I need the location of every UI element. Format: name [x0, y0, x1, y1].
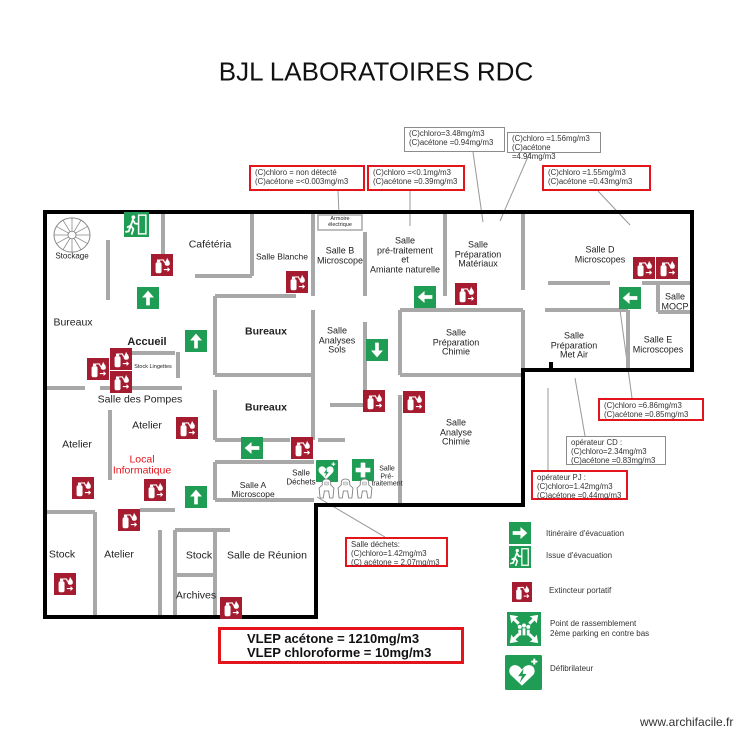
room-label-analyses-sols: Salle Analyses Sols — [318, 325, 356, 355]
defibrillator-icon — [505, 655, 542, 690]
room-label-bureaux: Bureaux — [53, 316, 93, 329]
evacuation-arrow-left-icon — [414, 286, 436, 308]
room-label-preparation-met-air: Salle Préparation Met Air — [550, 330, 598, 360]
room-label-salle-d: Salle D Microscopes — [574, 244, 626, 264]
fire-extinguisher-icon — [54, 573, 76, 595]
room-label-atelier: Atelier — [62, 438, 92, 451]
measurement-box: (C)chloro =6.86mg/m3 (C)acétone =0.85mg/… — [598, 398, 704, 421]
room-label-preparation-materiaux: Salle Préparation Matériaux — [454, 239, 502, 269]
room-label-stock-lingettes: Stock Lingettes — [134, 364, 172, 371]
room-label-archives: Archives — [175, 589, 217, 602]
fire-extinguisher-icon — [144, 479, 166, 501]
room-label-cafeteria: Cafétéria — [188, 238, 232, 251]
evacuation-arrow-icon — [509, 522, 531, 544]
fire-extinguisher-icon — [286, 271, 308, 293]
room-label-stock: Stock — [48, 548, 76, 561]
room-label-accueil: Accueil — [127, 336, 167, 349]
leader-line — [597, 190, 631, 226]
fire-extinguisher-icon — [110, 371, 132, 393]
room-label-atelier: Atelier — [104, 548, 134, 561]
evacuation-arrow-up-icon — [137, 287, 159, 309]
measurement-box: opérateur CD : (C)chloro=2.34mg/m3 (C)ac… — [566, 436, 666, 465]
room-label-armoire-electrique: Armoire électrique — [328, 216, 352, 228]
room-label-atelier: Atelier — [132, 419, 162, 432]
fire-extinguisher-icon — [633, 257, 655, 279]
room-label-stock: Stock — [185, 549, 213, 562]
room-label-bureaux: Bureaux — [244, 401, 288, 414]
fire-extinguisher-icon — [72, 477, 94, 499]
fire-extinguisher-icon — [403, 391, 425, 413]
emergency-exit-icon — [509, 546, 531, 568]
room-label-pretraitement-amiante: Salle pré-traitement et Amiante naturell… — [369, 235, 441, 275]
room-label-salle-e: Salle E Microscopes — [632, 334, 684, 354]
measurement-box: (C)chloro =1.55mg/m3 (C)acétone =0.43mg/… — [542, 165, 651, 191]
fire-extinguisher-icon — [363, 390, 385, 412]
measurement-box: (C)chloro =1.56mg/m3 (C)acétone =4.94mg/… — [507, 132, 601, 161]
electrical-cabinet — [317, 214, 363, 231]
room-label-salle-blanche: Salle Blanche — [256, 251, 308, 262]
vlep-box: VLEP acétone = 1210mg/m3 VLEP chloroform… — [218, 627, 464, 664]
room-label-salle-des-pompes: Salle des Pompes — [97, 393, 183, 406]
room-label-salle-dechets: Salle Déchets — [286, 468, 316, 486]
evacuation-arrow-left-icon — [241, 437, 263, 459]
leader-line — [574, 377, 586, 437]
fire-extinguisher-icon — [291, 437, 313, 459]
measurement-box: (C)chloro = non détecté (C)acétone =<0.0… — [249, 165, 365, 191]
room-label-preparation-chimie: Salle Préparation Chimie — [432, 327, 480, 357]
protective-suit-icon — [356, 478, 373, 500]
fire-extinguisher-icon — [87, 358, 109, 380]
fire-extinguisher-icon — [512, 582, 532, 602]
room-label-salle-a: Salle A Microscope — [231, 479, 275, 499]
watermark: www.archifacile.fr — [640, 715, 734, 729]
legend-label-evacuation-route: Itinéraire d'évacuation — [546, 529, 625, 538]
measurement-box: (C)chloro=3.48mg/m3 (C)acétone =0.94mg/m… — [404, 127, 505, 152]
page-title: BJL LABORATOIRES RDC — [218, 56, 534, 87]
fire-extinguisher-icon — [151, 254, 173, 276]
room-label-salle-b: Salle B Microscope — [316, 245, 364, 265]
spiral-staircase-icon — [52, 216, 92, 254]
room-label-salle-mocp: Salle MOCP — [661, 291, 689, 311]
room-label-salle-de-reunion: Salle de Réunion — [227, 549, 307, 562]
protective-suit-icon — [318, 478, 335, 500]
assembly-point-icon — [507, 612, 541, 646]
protective-suit-icon — [337, 478, 354, 500]
measurement-box: Salle déchets: (C)chloro=1.42mg/m3 (C) a… — [345, 537, 448, 567]
room-label-bureaux: Bureaux — [244, 325, 288, 338]
measurement-box: (C)chloro =<0.1mg/m3 (C)acétone =0.39mg/… — [367, 165, 465, 191]
fire-extinguisher-icon — [176, 417, 198, 439]
evacuation-arrow-left-icon — [619, 287, 641, 309]
evacuation-arrow-down-icon — [366, 339, 388, 361]
first-aid-icon — [352, 459, 374, 481]
fire-extinguisher-icon — [220, 597, 242, 619]
defibrillator-icon — [316, 460, 338, 482]
evacuation-arrow-up-icon — [185, 330, 207, 352]
evacuation-arrow-up-icon — [185, 486, 207, 508]
fire-extinguisher-icon — [455, 283, 477, 305]
legend-label-emergency-exit: Issue d'évacuation — [546, 551, 613, 560]
fire-extinguisher-icon — [118, 509, 140, 531]
vlep-acetone: VLEP acétone = 1210mg/m3 — [247, 631, 420, 646]
outer-wall — [43, 210, 694, 619]
legend-label-defibrillator: Défibrilateur — [550, 664, 594, 673]
room-label-analyse-chimie: Salle Analyse Chimie — [439, 417, 473, 447]
fire-extinguisher-icon — [110, 348, 132, 370]
room-label-pretraitement: Salle Pré- traitement — [371, 465, 403, 488]
leader-line — [499, 151, 531, 222]
legend-label-assembly-point: Point de rassemblement 2ème parking en c… — [550, 619, 650, 638]
vlep-chloroforme: VLEP chloroforme = 10mg/m3 — [247, 645, 432, 660]
fire-extinguisher-icon — [656, 257, 678, 279]
measurement-box: opérateur PJ : (C)chloro=1.42mg/m3 (C)ac… — [531, 470, 628, 500]
emergency-exit-icon — [124, 212, 149, 237]
legend-label-extinguisher: Extincteur portatif — [549, 586, 612, 595]
room-label-stockage: Stockage — [55, 251, 89, 261]
room-label-local-informatique: Local Informatique — [112, 453, 172, 477]
